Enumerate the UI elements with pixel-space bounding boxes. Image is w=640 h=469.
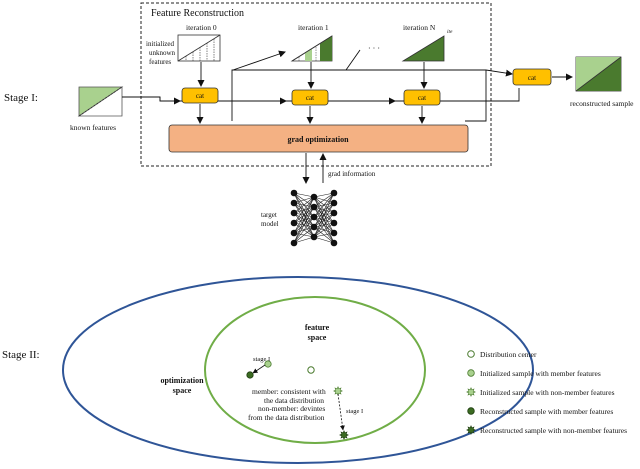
iteration-1-icon	[290, 35, 333, 62]
cat-label-1: cat	[196, 92, 204, 100]
cat-label-final: cat	[528, 74, 536, 82]
reconstructed-sample-icon	[575, 56, 622, 92]
target-model-line1: target	[261, 211, 277, 219]
arrow-to-iteration-1	[232, 50, 286, 71]
member-path-arrow	[252, 364, 266, 374]
legend-marker-light-star	[466, 387, 476, 397]
cat-box-2: cat	[291, 89, 329, 106]
feature-space-line1: feature	[305, 323, 330, 332]
feature-reconstruction-box	[140, 2, 492, 167]
iteration-0-label: iteration 0	[186, 23, 217, 32]
known-features-label: known features	[70, 123, 116, 132]
cat-box-3: cat	[403, 89, 441, 106]
optimization-space-line1: optimization	[160, 376, 204, 385]
grad-optimization-label: grad optimization	[287, 135, 349, 144]
grad-information-label: grad information	[328, 170, 376, 178]
arrow-to-final-cat	[485, 69, 513, 77]
cat-box-final: cat	[512, 68, 552, 86]
legend-label: Initialized sample with non-member featu…	[480, 388, 615, 397]
iteration-n-title: iteration N ite	[403, 23, 453, 35]
init-unknown-line1: initialized	[146, 40, 174, 48]
distribution-center-marker	[307, 366, 315, 374]
member-text-line1: member: consistent with	[252, 387, 326, 396]
known-features-icon	[77, 86, 124, 117]
member-text-line2: the data distribution	[264, 396, 324, 405]
legend-marker-hollow-circle	[467, 350, 475, 358]
legend-label: Reconstructed sample with member feature…	[480, 407, 613, 416]
iteration-n-subscript: ite	[447, 29, 453, 35]
optimization-space-line2: space	[173, 386, 192, 395]
legend-item: Reconstructed sample with member feature…	[467, 407, 613, 416]
legend-item: Initialized sample with non-member featu…	[466, 387, 615, 397]
legend-label: Reconstructed sample with non-member fea…	[480, 426, 627, 435]
legend-label: Initialized sample with member features	[480, 369, 601, 378]
init-unknown-line3: features	[149, 58, 171, 66]
legend-item: Reconstructed sample with non-member fea…	[466, 425, 627, 435]
stage2-label: Stage II:	[2, 349, 40, 361]
optimization-space-ellipse	[62, 276, 534, 464]
member-reconstructed-marker	[246, 371, 254, 379]
cat-label-2: cat	[306, 94, 314, 102]
member-stage-label: stage I	[253, 356, 270, 363]
feature-reconstruction-title: Feature Reconstruction	[151, 8, 244, 19]
legend-item: Distribution center	[467, 350, 537, 359]
iteration-n-label: iteration N	[403, 23, 436, 32]
legend-label: Distribution center	[480, 350, 537, 359]
nonmember-path-arrow	[337, 393, 345, 431]
target-model-line2: model	[261, 220, 279, 228]
nonmember-reconstructed-marker	[339, 430, 349, 440]
top-line-connector	[231, 69, 486, 121]
nonmember-text-line1: non-member: devintes	[258, 404, 325, 413]
iteration-0-icon	[177, 34, 221, 62]
nonmember-init-marker	[333, 386, 343, 396]
nonmember-text-line2: from the data distribution	[248, 413, 325, 422]
member-init-marker	[264, 360, 272, 368]
stage1-label: Stage I:	[4, 92, 38, 104]
nonmember-stage-label: stage I	[346, 408, 363, 415]
init-unknown-line2: unknown	[149, 49, 176, 57]
iteration-ellipsis: · · ·	[368, 44, 380, 53]
iteration-n-icon	[401, 35, 445, 62]
feature-space-line2: space	[308, 333, 327, 342]
grad-optimization-box: grad optimization	[168, 124, 469, 153]
reconstructed-sample-label: reconstructed sample	[570, 99, 634, 108]
legend-item: Initialized sample with member features	[467, 369, 601, 378]
legend-marker-dark-star	[466, 425, 476, 435]
neural-network-icon	[290, 189, 338, 247]
iteration-1-label: iteration 1	[298, 23, 329, 32]
legend-marker-light-circle	[467, 369, 475, 377]
feature-space-ellipse	[204, 296, 426, 444]
cat-label-3: cat	[418, 94, 426, 102]
cat-box-1: cat	[181, 87, 219, 104]
legend-marker-dark-circle	[467, 407, 475, 415]
